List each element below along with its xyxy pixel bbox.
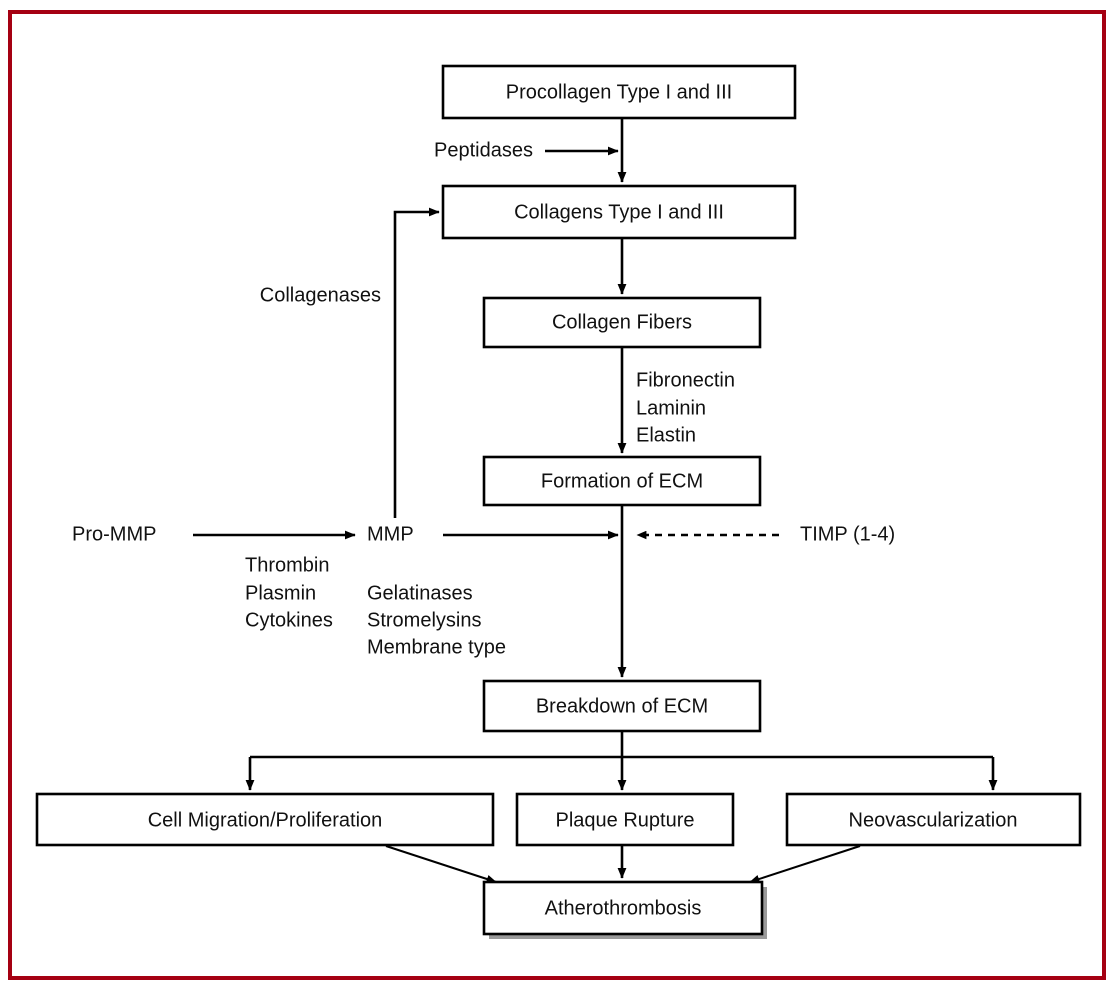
node-formation-ecm[interactable] (482, 455, 762, 507)
node-formation-ecm-label: Formation of ECM (541, 470, 703, 492)
label-peptidases: Peptidases (434, 139, 533, 161)
edge-collagenases-feedback (393, 207, 440, 518)
node-collagens-label: Collagens Type I and III (514, 201, 724, 223)
node-cell-migration-label: Cell Migration/Proliferation (148, 809, 383, 831)
label-activator-cytokines: Cytokines (245, 609, 333, 631)
node-neovascularization[interactable] (785, 792, 1082, 847)
node-plaque-rupture[interactable] (515, 792, 735, 847)
node-atherothrombosis[interactable] (482, 880, 764, 936)
node-breakdown-ecm[interactable] (482, 679, 762, 733)
label-activator-thrombin: Thrombin (245, 554, 329, 576)
label-mmp-type-membrane: Membrane type (367, 636, 506, 658)
label-activator-plasmin: Plasmin (245, 582, 316, 604)
edge-neovascularization-to-athero (749, 845, 861, 884)
node-collagens[interactable] (441, 184, 797, 240)
label-ecm-fibronectin: Fibronectin (636, 369, 735, 391)
node-procollagen-label: Procollagen Type I and III (506, 81, 732, 103)
node-cell-migration[interactable] (35, 792, 495, 847)
label-ecm-laminin: Laminin (636, 397, 706, 419)
node-procollagen[interactable] (441, 64, 797, 120)
label-ecm-elastin: Elastin (636, 424, 696, 446)
node-plaque-rupture-label: Plaque Rupture (556, 809, 695, 831)
label-mmp-type-gelatinases: Gelatinases (367, 582, 473, 604)
edge-cell-migration-to-athero (385, 845, 497, 884)
label-mmp: MMP (367, 523, 414, 545)
label-collagenases: Collagenases (260, 284, 381, 306)
label-mmp-type-stromelysins: Stromelysins (367, 609, 481, 631)
label-pro-mmp: Pro-MMP (72, 523, 156, 545)
node-breakdown-ecm-label: Breakdown of ECM (536, 695, 708, 717)
node-atherothrombosis-label: Atherothrombosis (545, 897, 702, 919)
node-neovascularization-label: Neovascularization (849, 809, 1018, 831)
node-collagen-fibers[interactable] (482, 296, 762, 349)
label-timp: TIMP (1-4) (800, 523, 895, 545)
node-collagen-fibers-label: Collagen Fibers (552, 311, 692, 333)
